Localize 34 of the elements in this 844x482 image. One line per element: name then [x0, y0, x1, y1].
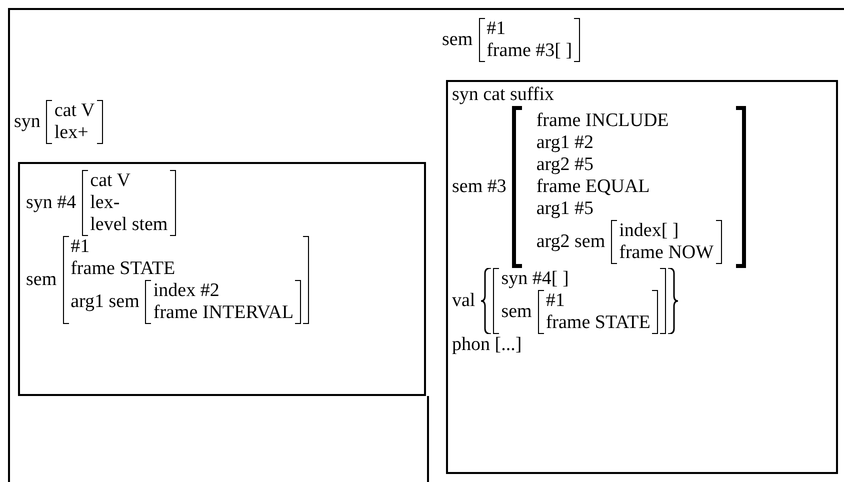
feature-text: val: [452, 290, 476, 312]
feature-text: frame NOW: [619, 242, 714, 264]
feature-text: sem: [442, 29, 473, 51]
feature-text: #1: [70, 236, 91, 258]
feature-text: arg2 sem: [536, 231, 606, 253]
feature-text: sem: [26, 269, 57, 291]
feature-text: sem #3: [452, 176, 506, 198]
feature-text: level stem: [90, 214, 168, 236]
feature-text: index[ ]: [619, 220, 680, 242]
feature-text: sem: [501, 301, 532, 323]
feature-text: syn #4: [26, 192, 76, 214]
feature-text: lex-: [90, 192, 121, 214]
feature-text: index #2: [153, 280, 220, 302]
feature-text: syn cat suffix: [452, 84, 556, 106]
feature-text: #1: [546, 290, 566, 312]
feature-text: frame STATE: [70, 258, 176, 280]
feature-text: lex+: [54, 122, 90, 144]
feature-text: frame EQUAL: [536, 176, 651, 198]
feature-text: arg1 #2: [536, 132, 595, 154]
feature-text: frame INTERVAL: [153, 302, 294, 324]
feature-text: phon [...]: [452, 334, 523, 356]
feature-text: arg2 #5: [536, 154, 595, 176]
feature-text: syn: [14, 111, 40, 133]
feature-structure-box: [18, 162, 426, 396]
feature-structure-box: [446, 80, 838, 474]
feature-text: frame INCLUDE: [536, 110, 670, 132]
feature-text: syn #4[ ]: [501, 268, 570, 290]
feature-text: #1: [486, 18, 507, 40]
feature-text: frame STATE: [546, 312, 650, 334]
feature-text: arg1 sem: [70, 291, 140, 313]
feature-text: frame #3[ ]: [486, 40, 572, 62]
feature-text: cat V: [90, 170, 132, 192]
feature-text: cat V: [54, 100, 95, 122]
feature-text: arg1 #5: [536, 198, 595, 220]
